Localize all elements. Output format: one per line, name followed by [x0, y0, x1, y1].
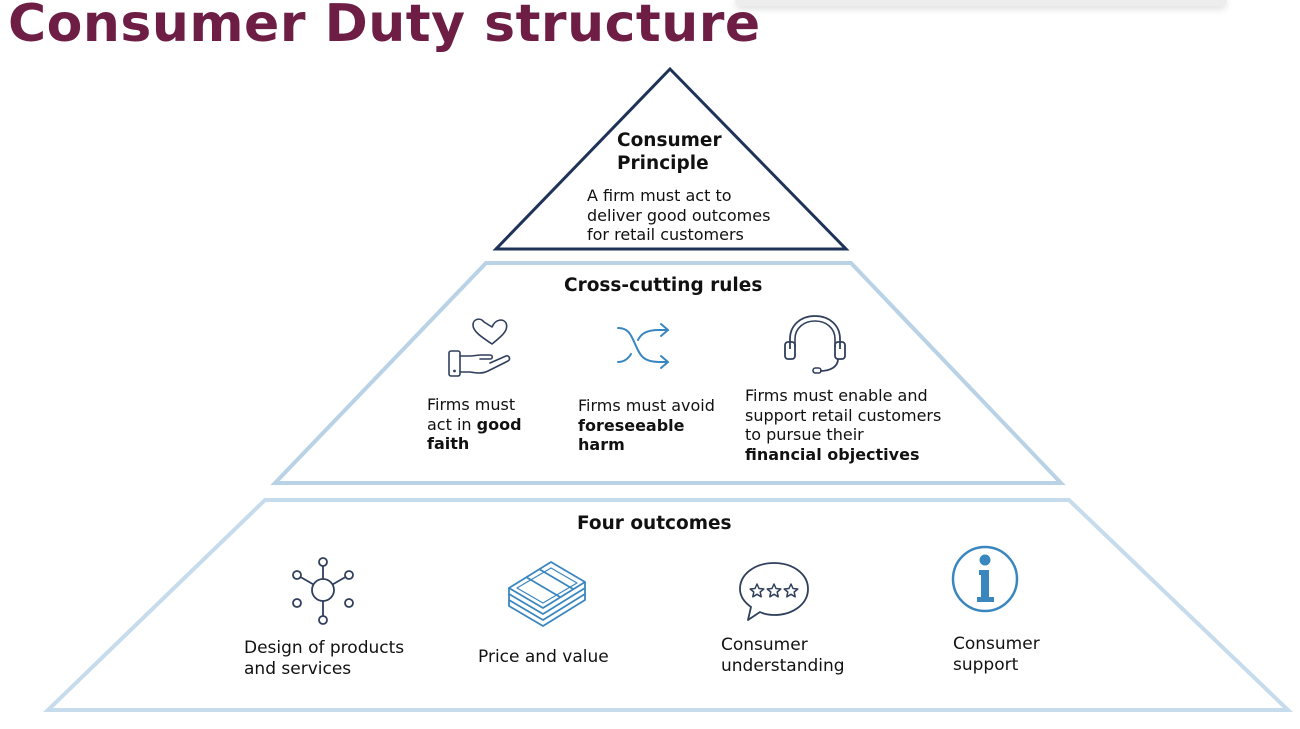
- principle-heading-line2: Principle: [617, 153, 709, 174]
- outcome-understanding-line2: understanding: [721, 656, 845, 676]
- outcome-understanding-line1: Consumer: [721, 635, 808, 655]
- rule-avoid-harm-emphasis2: harm: [578, 435, 625, 454]
- tier-four-outcomes: [43, 498, 1293, 712]
- principle-text-line3: for retail customers: [587, 225, 744, 244]
- principle-text: A firm must act to deliver good outcomes…: [587, 186, 770, 245]
- network-hub-icon: [292, 557, 354, 625]
- outcome-price-line1: Price and value: [478, 647, 609, 667]
- page-title: Consumer Duty structure: [8, 0, 761, 54]
- outcome-products-line2: and services: [244, 659, 352, 679]
- rule-financial-line1: Firms must enable and: [745, 386, 928, 405]
- rule-good-faith-emphasis1: good: [476, 414, 522, 434]
- principle-text-line1: A firm must act to: [587, 186, 732, 205]
- rule-financial-line2: support retail customers: [745, 405, 942, 425]
- rule-avoid-harm-text: Firms must avoid foreseeable harm: [578, 396, 715, 455]
- info-icon: [951, 545, 1019, 613]
- headset-icon: [784, 315, 846, 374]
- principle-heading: Consumer Principle: [617, 129, 722, 175]
- outcome-products-line1: Design of products: [244, 638, 405, 658]
- tier-cross-cutting-rules: [270, 261, 1066, 485]
- rule-financial-line3: to pursue their: [745, 425, 864, 444]
- rule-good-faith-line1: Firms must: [427, 395, 516, 414]
- tier-consumer-principle: [492, 66, 850, 251]
- cross-cutting-heading: Cross-cutting rules: [564, 275, 763, 296]
- rating-speech-bubble-icon: [739, 562, 809, 621]
- outcome-consumer-understanding: Consumer understanding: [721, 635, 845, 677]
- crossing-arrows-icon: [617, 323, 669, 369]
- principle-heading-line1: Consumer: [617, 130, 722, 151]
- rule-avoid-harm-emphasis1: foreseeable: [578, 415, 685, 435]
- outcomes-heading: Four outcomes: [577, 513, 732, 534]
- banknotes-stack-icon: [508, 561, 586, 627]
- rule-financial-emphasis: financial objectives: [745, 444, 920, 464]
- outcome-support-line2: support: [953, 655, 1019, 675]
- outcome-consumer-support: Consumer support: [953, 634, 1040, 676]
- rule-good-faith-line2: act in: [427, 414, 477, 434]
- heart-in-hand-icon: [448, 318, 511, 377]
- rule-avoid-harm-line1: Firms must avoid: [578, 396, 715, 415]
- rule-good-faith-text: Firms must act in good faith: [427, 395, 522, 454]
- outcome-support-line1: Consumer: [953, 634, 1040, 654]
- outcome-price-value: Price and value: [478, 647, 609, 668]
- rule-financial-objectives-text: Firms must enable and support retail cus…: [745, 386, 941, 464]
- rule-good-faith-emphasis2: faith: [427, 434, 470, 453]
- window-shadow-bar: [735, 0, 1227, 6]
- principle-text-line2: deliver good outcomes: [587, 205, 771, 225]
- outcome-products-services: Design of products and services: [244, 638, 404, 680]
